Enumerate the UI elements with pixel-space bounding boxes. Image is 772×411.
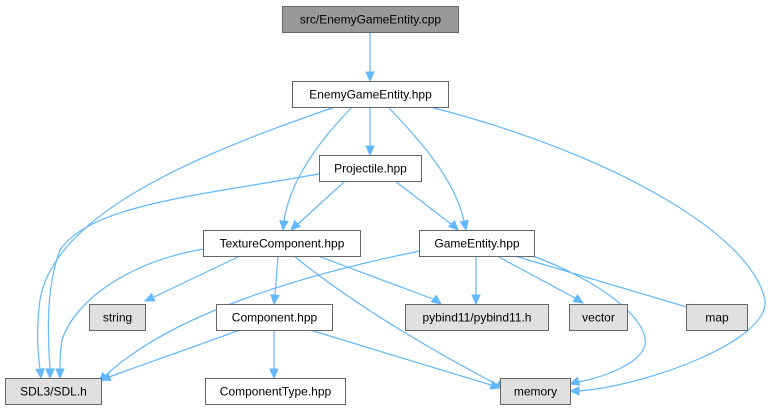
- edge-arrowhead: [290, 219, 302, 231]
- node-pybind11[interactable]: pybind11/pybind11.h: [405, 304, 549, 331]
- node-string[interactable]: string: [89, 304, 146, 331]
- edge-arrowhead: [365, 71, 375, 83]
- edge-gameentity-hpp-to-memory: [529, 254, 646, 386]
- edge-line: [309, 329, 492, 386]
- edge-enemy-cpp-to-enemy-hpp: [365, 32, 375, 83]
- edge-line: [108, 329, 241, 378]
- node-memory[interactable]: memory: [500, 378, 571, 405]
- node-box: [89, 304, 146, 331]
- edge-arrowhead: [35, 368, 45, 380]
- edge-line: [429, 106, 766, 392]
- node-box: [203, 230, 361, 257]
- edge-component-hpp-to-memory: [309, 329, 502, 390]
- edge-arrowhead: [279, 220, 289, 232]
- edge-arrowhead: [430, 294, 442, 305]
- edge-enemy-hpp-to-sdl: [35, 106, 336, 380]
- node-label: string: [103, 311, 132, 325]
- edge-line: [317, 255, 434, 300]
- edge-texture-hpp-to-component-hpp: [270, 255, 280, 306]
- edge-line: [59, 247, 211, 370]
- node-enemy-cpp[interactable]: src/EnemyGameEntity.cpp: [282, 6, 459, 33]
- edge-enemy-hpp-to-texture-hpp: [279, 106, 353, 232]
- edge-line: [529, 254, 646, 383]
- edge-line: [496, 255, 576, 299]
- edge-projectile-hpp-to-texture-hpp: [290, 180, 346, 231]
- node-label: Component.hpp: [232, 311, 318, 325]
- node-box: [405, 304, 549, 331]
- node-label: src/EnemyGameEntity.cpp: [300, 13, 441, 27]
- node-componenttype-hpp[interactable]: ComponentType.hpp: [205, 378, 346, 405]
- node-texture-hpp[interactable]: TextureComponent.hpp: [203, 230, 361, 257]
- edge-arrowhead: [45, 368, 55, 380]
- node-box: [500, 378, 571, 405]
- node-label: SDL3/SDL.h: [20, 385, 87, 399]
- node-label: memory: [514, 385, 557, 399]
- edge-arrowhead: [269, 368, 279, 380]
- node-vector[interactable]: vector: [569, 304, 628, 331]
- node-box: [419, 230, 535, 257]
- node-sdl[interactable]: SDL3/SDL.h: [5, 378, 102, 405]
- edge-arrowhead: [99, 372, 112, 382]
- edge-line: [37, 106, 336, 370]
- node-projectile-hpp[interactable]: Projectile.hpp: [319, 155, 422, 182]
- edge-component-hpp-to-sdl: [99, 329, 241, 382]
- edge-enemy-hpp-to-projectile-hpp: [365, 107, 375, 157]
- edge-arrowhead: [568, 376, 581, 386]
- edge-gameentity-hpp-to-pybind11: [471, 256, 481, 306]
- edge-component-hpp-to-componenttype-hpp: [269, 330, 279, 380]
- node-label: pybind11/pybind11.h: [423, 311, 532, 325]
- node-box: [319, 155, 422, 182]
- node-label: TextureComponent.hpp: [220, 237, 345, 251]
- edge-projectile-hpp-to-gameentity-hpp: [394, 180, 459, 231]
- edge-line: [283, 106, 353, 222]
- node-box: [686, 304, 748, 331]
- edge-arrowhead: [568, 386, 580, 396]
- node-box: [292, 81, 449, 108]
- edges-layer: [35, 32, 766, 396]
- edge-texture-hpp-to-string: [143, 255, 241, 302]
- node-map[interactable]: map: [686, 304, 748, 331]
- edge-gameentity-hpp-to-vector: [496, 255, 585, 304]
- edge-line: [153, 255, 241, 298]
- edge-line: [394, 180, 452, 225]
- edge-enemy-hpp-to-gameentity-hpp: [387, 106, 469, 232]
- node-label: vector: [582, 311, 615, 325]
- edge-enemy-hpp-to-memory: [429, 106, 766, 396]
- node-label: EnemyGameEntity.hpp: [309, 88, 432, 102]
- edge-arrowhead: [447, 219, 459, 231]
- edge-arrowhead: [459, 219, 469, 232]
- edge-texture-hpp-to-sdl: [55, 247, 211, 380]
- edge-projectile-hpp-to-sdl: [45, 173, 320, 380]
- edge-line: [387, 106, 465, 222]
- node-box: [216, 304, 333, 331]
- edge-arrowhead: [572, 293, 585, 304]
- edge-gameentity-hpp-to-map: [514, 255, 700, 313]
- node-label: map: [705, 311, 729, 325]
- node-enemy-hpp[interactable]: EnemyGameEntity.hpp: [292, 81, 449, 108]
- node-box: [569, 304, 628, 331]
- node-box: [205, 378, 346, 405]
- node-gameentity-hpp[interactable]: GameEntity.hpp: [419, 230, 535, 257]
- edge-arrowhead: [270, 294, 280, 306]
- node-label: GameEntity.hpp: [434, 237, 519, 251]
- node-box: [5, 378, 102, 405]
- edge-line: [297, 180, 346, 225]
- edge-arrowhead: [489, 380, 502, 390]
- node-label: Projectile.hpp: [334, 162, 407, 176]
- edge-arrowhead: [143, 292, 156, 302]
- edge-line: [274, 255, 279, 296]
- edge-arrowhead: [55, 368, 65, 380]
- edge-line: [104, 250, 421, 377]
- edge-line: [47, 173, 320, 370]
- edge-texture-hpp-to-pybind11: [317, 255, 442, 305]
- edge-line: [514, 255, 691, 309]
- edge-arrowhead: [471, 294, 481, 306]
- node-label: ComponentType.hpp: [220, 385, 332, 399]
- node-box: [282, 6, 459, 33]
- nodes-layer: src/EnemyGameEntity.cppEnemyGameEntity.h…: [5, 6, 748, 405]
- node-component-hpp[interactable]: Component.hpp: [216, 304, 333, 331]
- edge-line: [293, 255, 499, 386]
- edge-arrowhead: [365, 145, 375, 157]
